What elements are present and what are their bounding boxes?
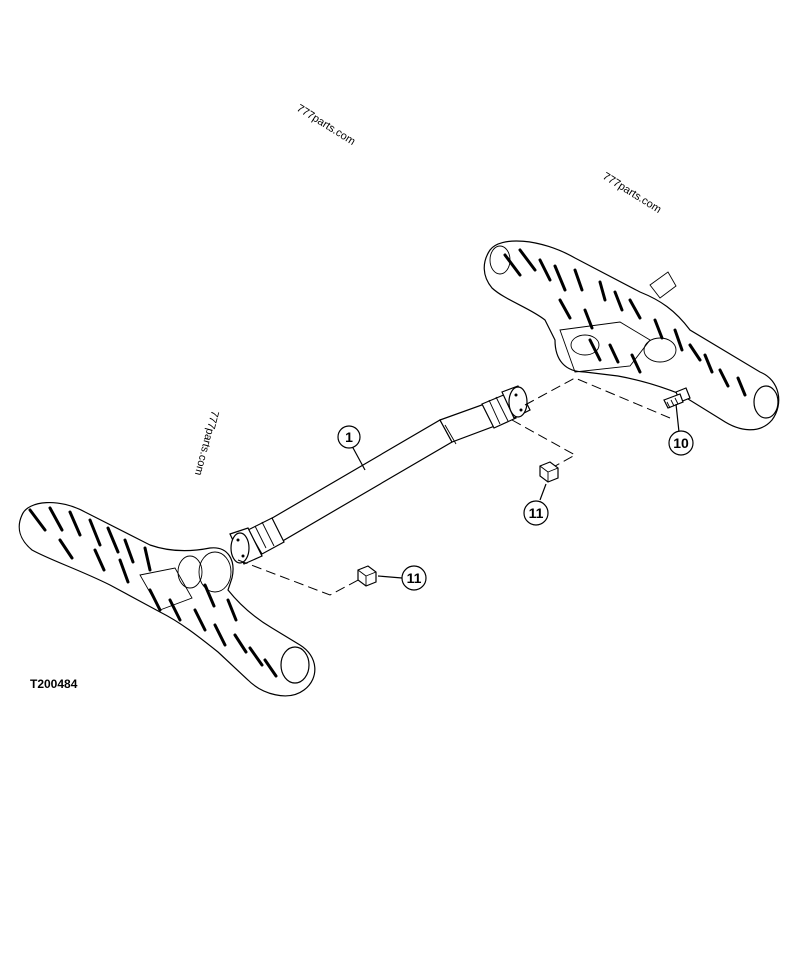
- figure-id: T200484: [30, 677, 78, 691]
- svg-text:10: 10: [673, 435, 689, 451]
- svg-text:1: 1: [345, 429, 353, 445]
- callout-11-front: 11: [401, 565, 427, 591]
- nut-rear: [539, 461, 559, 483]
- watermark-top: 777parts.com: [294, 102, 357, 147]
- callout-1: 1: [337, 425, 361, 449]
- leader-11-rear: [539, 483, 547, 501]
- watermark-right: 777parts.com: [600, 170, 663, 215]
- rear-axle: [483, 240, 780, 431]
- svg-text:11: 11: [529, 505, 544, 521]
- front-axle: [18, 501, 316, 697]
- callout-11-rear: 11: [523, 500, 549, 526]
- assembly-line-rear-axle: [524, 377, 671, 419]
- nut-front: [357, 565, 377, 587]
- bolt: [663, 387, 691, 409]
- watermark-left: 777parts.com: [192, 409, 221, 476]
- leader-10: [675, 403, 680, 433]
- drive-shaft: [229, 385, 531, 565]
- svg-text:11: 11: [407, 570, 422, 586]
- leader-11-front: [377, 575, 403, 579]
- assembly-line-front-nut: [237, 559, 363, 596]
- leader-1: [351, 445, 366, 471]
- callout-10: 10: [668, 430, 694, 456]
- assembly-line-rear-nut: [511, 419, 577, 471]
